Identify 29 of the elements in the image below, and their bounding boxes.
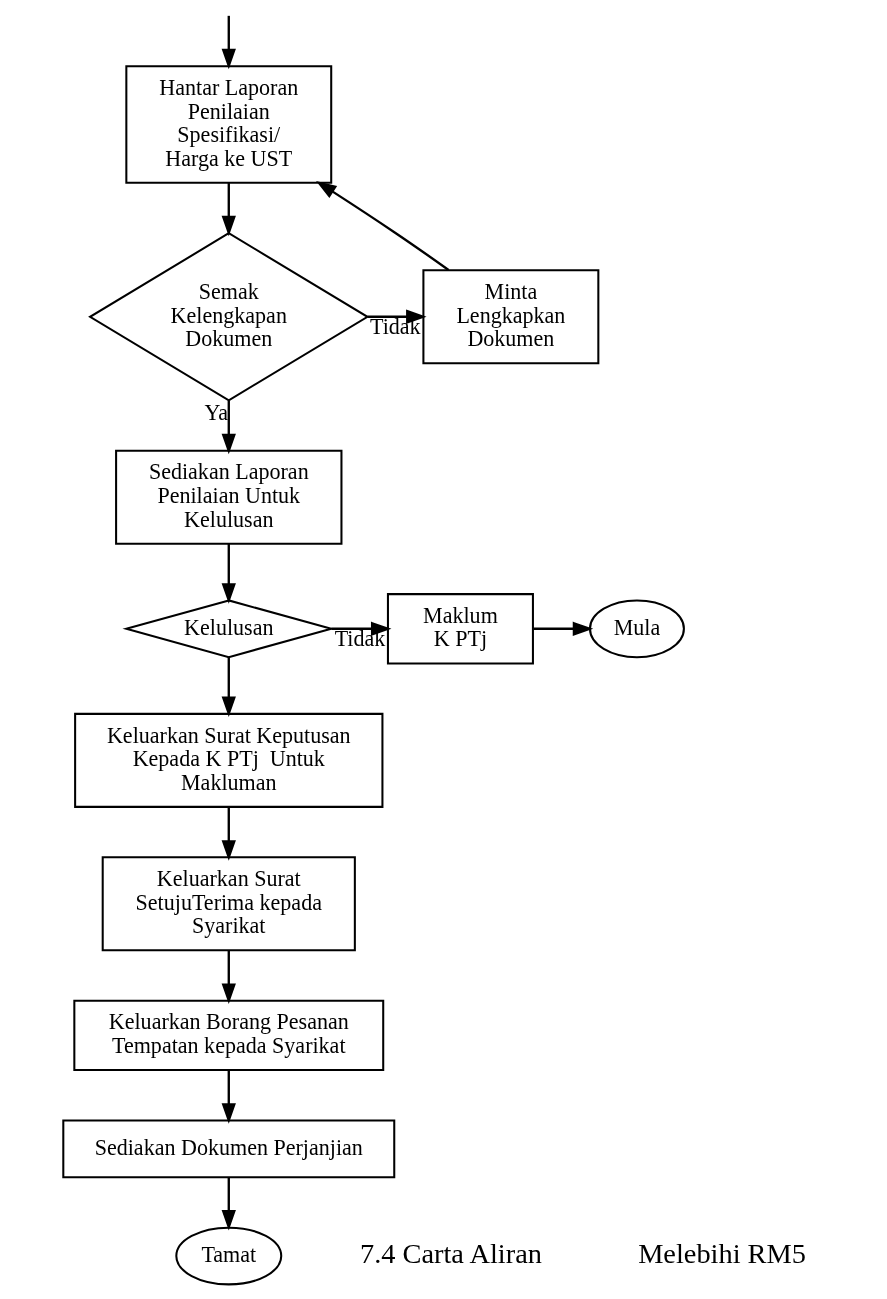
edge-label: Ya: [204, 399, 228, 425]
arrow: [221, 15, 236, 70]
arrow: [221, 1177, 236, 1231]
node-box: Hantar Laporan Penilaian Spesifikasi/ Harga ke UST: [125, 65, 333, 184]
arrow: [221, 400, 236, 455]
arrow: [316, 180, 450, 271]
arrow: [533, 621, 594, 636]
node-box: Maklum K PTj: [386, 593, 534, 665]
node-diamond: Semak Kelengkapan Dokumen: [88, 232, 370, 402]
node-box: Keluarkan Surat SetujuTerima kepada Syarikat: [101, 856, 356, 952]
node-box: Keluarkan Borang Pesanan Tempatan kepada Syarikat: [73, 999, 385, 1072]
arrow: [331, 621, 392, 636]
arrow: [221, 1070, 236, 1124]
label: 7.4 Carta Aliran: [360, 1237, 542, 1269]
arrow: [221, 657, 236, 717]
arrow: [221, 807, 236, 861]
node-box: Sediakan Dokumen Perjanjian: [62, 1119, 396, 1179]
label: Melebihi RM5: [638, 1237, 806, 1269]
arrow: [221, 543, 236, 604]
node-ellipse: Mula: [588, 599, 685, 659]
arrow: [367, 309, 427, 324]
node-box: Keluarkan Surat Keputusan Kepada K PTj Untuk Makluman: [74, 712, 384, 808]
node-ellipse: Tamat: [175, 1226, 283, 1286]
edge-label: Tidak: [334, 626, 386, 652]
node-box: Minta Lengkapkan Dokumen: [422, 269, 600, 365]
arrow: [221, 182, 236, 237]
node-box: Sediakan Laporan Penilaian Untuk Kelulusan: [115, 449, 343, 545]
edge-label: Tidak: [369, 314, 421, 340]
arrow: [221, 950, 236, 1005]
